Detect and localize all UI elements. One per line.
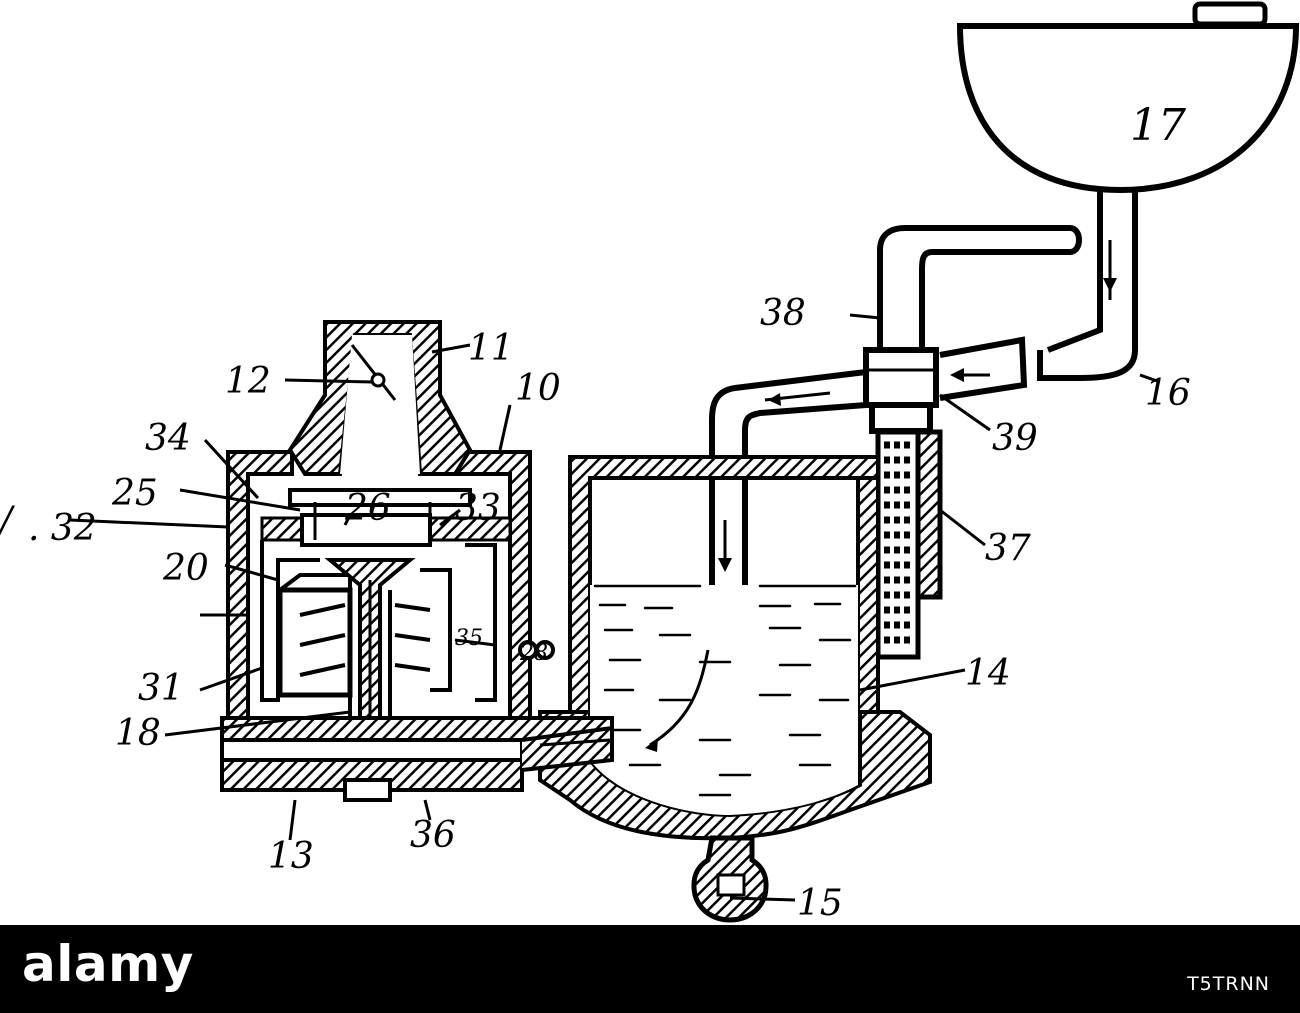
label-37: 37 [985,528,1031,569]
label-18: 18 [115,713,161,754]
reference-numerals: 17 16 38 39 37 14 15 11 12 10 34 25 / . … [0,100,1191,924]
label-26: 26 [344,488,391,529]
label-14: 14 [965,653,1011,694]
alamy-logo: alamy [22,935,194,993]
label-17: 17 [1130,100,1186,151]
carburetor-patent-drawing: 17 16 38 39 37 14 15 11 12 10 34 25 / . … [0,1,1300,924]
label-25: 25 [111,473,158,514]
label-16: 16 [1145,373,1191,414]
label-15: 15 [797,883,843,924]
label-32: . 32 [28,508,97,549]
label-13: 13 [268,836,314,877]
label-38: 38 [760,293,806,334]
needle-spring [299,603,431,677]
drain-plug [691,835,769,923]
mixing-chamber [220,320,614,802]
tube-38 [863,225,1082,434]
feed-pipe [939,192,1138,401]
label-11: 11 [468,328,514,369]
label-33: 33 [455,488,501,529]
label-20: 20 [162,548,209,589]
float-chamber [538,455,932,841]
label-31: 31 [138,668,184,709]
leader-lines [69,313,1161,902]
inlet-tube-to-bowl [709,369,867,625]
label-36: 36 [410,815,456,856]
label-35: 35 [455,626,483,651]
coil-37 [875,429,943,660]
stock-watermark-bar: alamy T5TRNN [0,925,1300,1013]
reservoir-cup [956,1,1300,194]
label-39: 39 [992,418,1038,459]
label-28: 28 [519,641,548,666]
label-cut-mark: / [0,500,16,541]
label-10: 10 [515,368,561,409]
image-id: T5TRNN [1187,973,1270,995]
label-12: 12 [225,361,271,402]
label-34: 34 [145,418,191,459]
